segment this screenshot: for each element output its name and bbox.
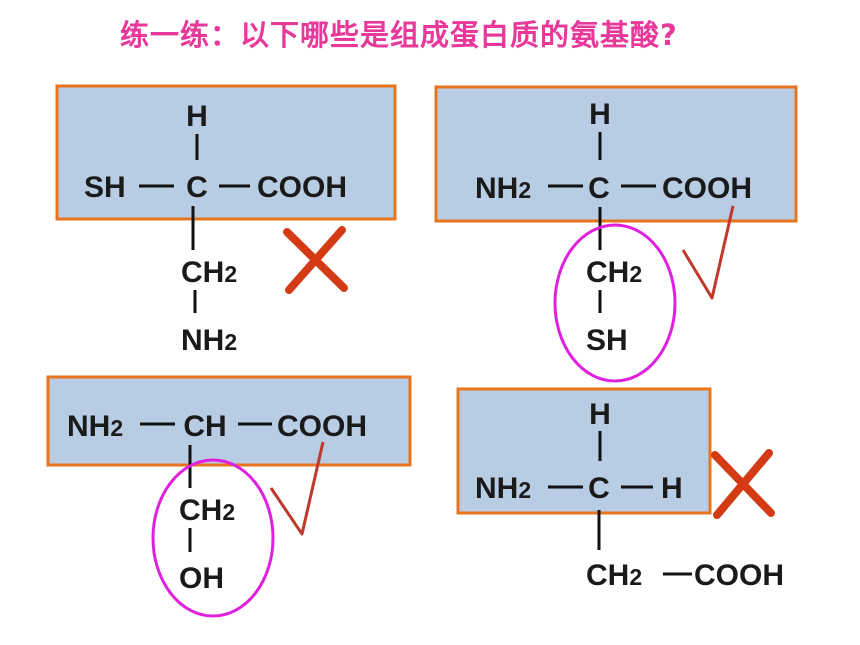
page-title: 练一练：以下哪些是组成蛋白质的氨基酸? — [120, 18, 678, 52]
m4-r1-right: COOH — [694, 559, 784, 592]
m2-check-icon — [681, 205, 735, 300]
m2-left-group: NH2 — [475, 172, 531, 205]
m2-r2: SH — [586, 324, 628, 357]
m3-r-group-circle — [151, 458, 275, 618]
m2-right-group: COOH — [662, 172, 752, 205]
m4-h-label: H — [589, 398, 611, 431]
m3-right-group: COOH — [277, 410, 367, 443]
m1-r2: NH2 — [181, 324, 237, 357]
m3-check-icon — [269, 441, 325, 536]
molecule-2-box — [434, 85, 798, 223]
m1-central-carbon: C — [186, 171, 208, 204]
m1-cross-icon — [283, 226, 348, 294]
molecule-3: NH2 CH COOH CH2 OH √ — [46, 375, 412, 618]
m1-h-label: H — [186, 100, 208, 133]
m3-central-carbon: CH — [183, 410, 226, 443]
m1-r1: CH2 — [181, 256, 237, 289]
m4-r1: CH2 — [586, 559, 642, 592]
molecule-4: H NH2 C H CH2 COOH ✗ — [456, 387, 784, 592]
m3-r1: CH2 — [179, 494, 235, 527]
molecule-3-box — [46, 375, 412, 467]
molecule-4-box — [456, 387, 712, 515]
m3-r2: OH — [179, 562, 224, 595]
m1-left-group: SH — [84, 171, 126, 204]
m3-left-group: NH2 — [67, 410, 123, 443]
m4-cross-icon — [711, 449, 775, 519]
m2-r1: CH2 — [586, 256, 642, 289]
m2-h-label: H — [589, 98, 611, 131]
m2-central-carbon: C — [588, 172, 610, 205]
m2-r-group-circle — [553, 223, 677, 383]
molecule-2: H NH2 C COOH CH2 SH √ — [434, 85, 798, 383]
molecule-1-box — [55, 84, 397, 221]
m4-central-carbon: C — [588, 472, 610, 505]
m4-right-h: H — [661, 472, 683, 505]
m4-left-group: NH2 — [475, 472, 531, 505]
m1-right-group: COOH — [257, 171, 347, 204]
molecule-1: H SH C COOH CH2 NH2 ✗ — [55, 84, 397, 357]
